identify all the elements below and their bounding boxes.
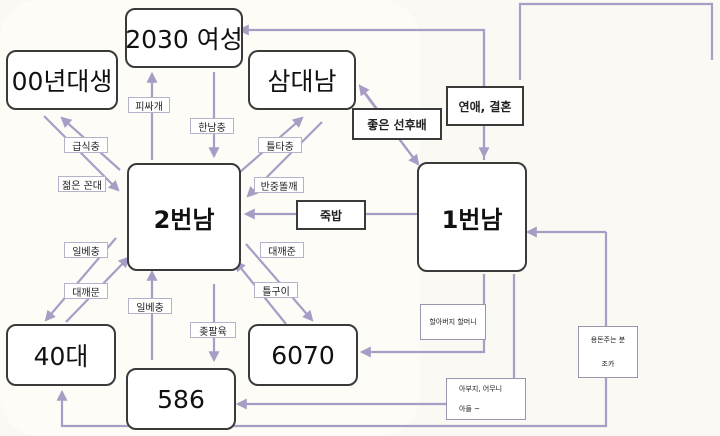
- node-40s: 40대: [6, 324, 116, 386]
- label-juukbap: 죽밥: [296, 200, 366, 230]
- label-parents-line1: 아부지, 어무니: [459, 385, 503, 393]
- node-2030-women: 2030 여성: [125, 8, 243, 68]
- label-ilbechung-left: 일베충: [64, 242, 108, 258]
- label-parents: 아부지, 어무니 아들 ~: [446, 378, 526, 420]
- label-hannamchung: 한남충: [190, 118, 234, 134]
- node-first-son: 1번남: [417, 162, 527, 272]
- label-daekkajun: 대깨준: [260, 242, 304, 258]
- label-jeolmeun-kkondae: 젊은 꼰대: [58, 176, 106, 192]
- label-jongpalyuk: 좆팔육: [190, 322, 236, 338]
- label-good-seniors: 좋은 선후배: [352, 108, 442, 140]
- arrow-1-loop-top: [518, 2, 714, 80]
- label-ilbechung-mid: 일베충: [128, 298, 172, 314]
- node-00s-born: 00년대생: [6, 50, 118, 110]
- label-dating-marriage: 연애, 결혼: [446, 86, 524, 126]
- label-money-line2: 조카: [601, 360, 615, 368]
- node-586: 586: [126, 368, 236, 430]
- label-geupsikchung: 급식충: [64, 137, 108, 153]
- label-teultachung: 틀타충: [258, 137, 302, 153]
- label-pissagae: 피싸개: [128, 97, 170, 113]
- label-banjungttolgae: 반중똘깨: [254, 177, 304, 193]
- label-money-line1: 용돈주는 분: [590, 336, 626, 344]
- label-daekkamun: 대깨문: [64, 283, 108, 299]
- node-6070: 6070: [248, 324, 358, 386]
- label-money-nephew: 용돈주는 분 조카: [578, 326, 638, 378]
- node-second-son: 2번남: [127, 163, 241, 271]
- label-parents-line2: 아들 ~: [459, 405, 480, 413]
- node-samdaenam: 삼대남: [248, 50, 356, 110]
- arrow-1-to-6070: [359, 274, 486, 358]
- label-grandparents: 할아버지 할머니: [420, 304, 486, 340]
- label-teulgui: 틀구이: [254, 282, 298, 298]
